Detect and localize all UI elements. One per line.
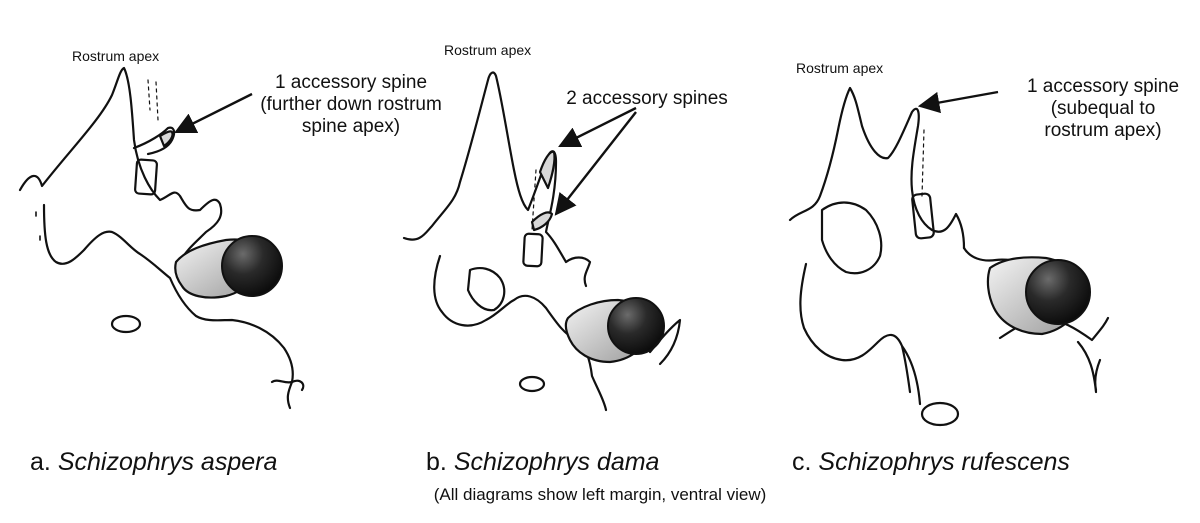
panel-a-lower-outline bbox=[42, 203, 294, 410]
panel-c-side-spine bbox=[1076, 340, 1102, 394]
panel-b-lower-outline bbox=[433, 254, 608, 412]
panel-a-pointer-arrow bbox=[174, 92, 253, 134]
panel-b-drawing bbox=[402, 71, 682, 412]
panel-c-oval-pore bbox=[920, 401, 960, 427]
panel-c-apex-label: Rostrum apex bbox=[796, 60, 884, 76]
panel-b-accessory-spine-lower bbox=[530, 211, 554, 232]
panel-b-caption: b. Schizophrys dama bbox=[426, 448, 659, 477]
panel-c-caption-letter: c. bbox=[792, 448, 812, 476]
panel-a-antenna-base bbox=[134, 158, 158, 196]
panel-a-caption-letter: a. bbox=[30, 448, 51, 476]
panel-b-pointer-arrow-lower bbox=[554, 111, 637, 216]
panel-c-caption-species: Schizophrys rufescens bbox=[818, 448, 1070, 476]
panel-b-inner-lobe bbox=[466, 267, 506, 312]
panel-a-margin-tick bbox=[35, 211, 41, 241]
panel-c-note-line-1: 1 accessory spine bbox=[1026, 76, 1180, 97]
panel-a-carapace-outline bbox=[18, 66, 223, 264]
panel-a-caption: a. Schizophrys aspera bbox=[30, 448, 277, 477]
panel-c-drawing bbox=[788, 86, 1110, 427]
panel-b-oval-pore bbox=[518, 375, 546, 393]
panel-c-note-line-2: (subequal to bbox=[1050, 97, 1156, 119]
panel-a-eye bbox=[221, 235, 283, 297]
panel-c-antenna-base bbox=[911, 192, 935, 240]
panel-b-eye bbox=[607, 297, 665, 355]
panel-c-pointer-arrow bbox=[917, 90, 999, 114]
panel-a-dotted-guide bbox=[147, 79, 159, 121]
panel-a-rostrum-spine-outline bbox=[132, 126, 176, 156]
panel-b-caption-species: Schizophrys dama bbox=[453, 448, 660, 476]
panel-a-note-line-3: spine apex) bbox=[301, 115, 401, 137]
panel-b-pointer-arrow-upper bbox=[558, 106, 637, 148]
panel-a-note-line-2: (further down rostrum bbox=[260, 93, 442, 115]
panel-b-accessory-spine-upper bbox=[538, 150, 556, 190]
panel-a-oval-pore bbox=[110, 314, 142, 334]
panel-a-side-notch bbox=[270, 379, 305, 392]
panel-c-caption: c. Schizophrys rufescens bbox=[792, 448, 1070, 477]
panel-b-apex-label: Rostrum apex bbox=[444, 42, 532, 58]
panel-a-apex-label: Rostrum apex bbox=[72, 48, 160, 64]
panel-b-spine-note: 2 accessory spines bbox=[552, 88, 742, 110]
panel-a-spine-note: 1 accessory spine (further down rostrum … bbox=[246, 72, 456, 138]
panel-c-lower-outline bbox=[799, 262, 922, 406]
panel-c-eye bbox=[1025, 259, 1091, 325]
panel-c-note-line-3: rostrum apex) bbox=[1044, 119, 1162, 141]
panel-b-caption-letter: b. bbox=[426, 448, 447, 476]
panel-a-caption-species: Schizophrys aspera bbox=[57, 448, 278, 476]
panel-a-drawing bbox=[18, 66, 305, 410]
panel-a-accessory-spine bbox=[158, 130, 174, 148]
panel-b-note-line-1: 2 accessory spines bbox=[566, 88, 728, 109]
panel-b-dotted-guide bbox=[531, 169, 537, 231]
panel-b-antenna-base bbox=[522, 232, 544, 268]
panel-c-spine-note: 1 accessory spine (subequal to rostrum a… bbox=[1018, 76, 1188, 142]
panel-a-note-line-1: 1 accessory spine bbox=[274, 72, 428, 93]
panel-b-side-spine bbox=[648, 318, 682, 366]
panel-b-carapace-outline bbox=[402, 71, 592, 288]
panel-c-inner-lobe bbox=[820, 201, 883, 275]
figure-footnote: (All diagrams show left margin, ventral … bbox=[433, 485, 767, 504]
panel-c-dotted-guide bbox=[921, 129, 925, 197]
